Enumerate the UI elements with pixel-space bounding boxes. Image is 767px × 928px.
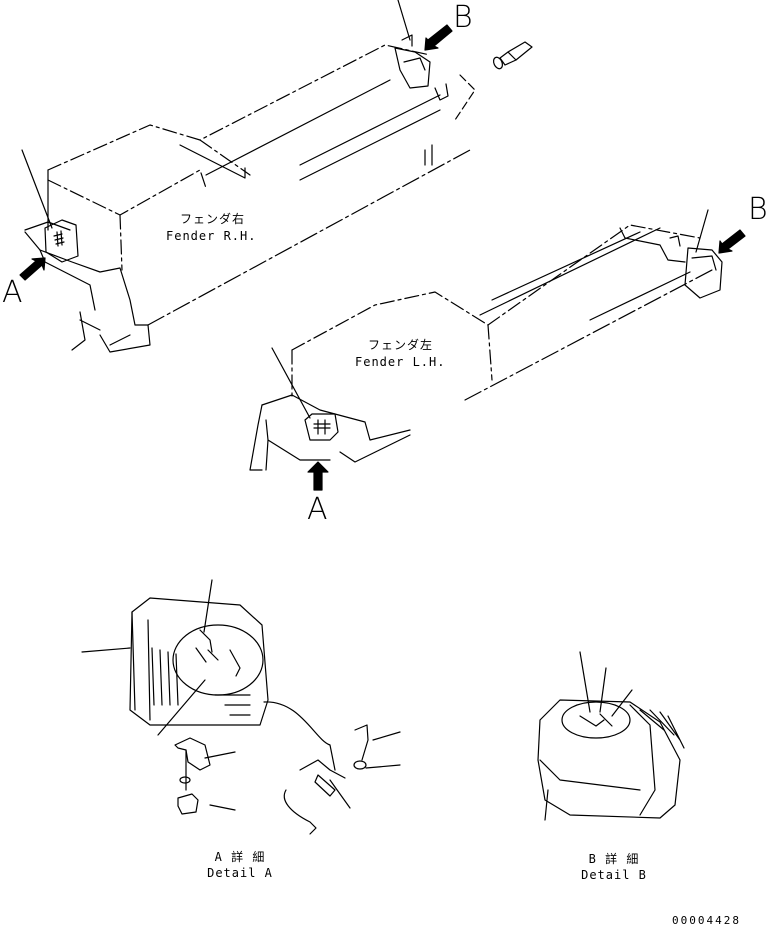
detail-a-label-jp: A 詳 細 [214,850,266,864]
lamp-bracket-b-lh [669,209,723,299]
fender-rh-label-en: Fender R.H. [166,229,257,243]
fender-rh-body [24,44,476,353]
detail-b-label-jp: B 詳 細 [588,852,640,866]
work-lamp-lh [271,347,339,441]
detail-a-lamp [81,579,336,771]
fender-lh-label-jp: フェンダ左 [368,338,434,352]
callout-a-left: A [2,275,23,310]
fender-lh-label-en: Fender L.H. [355,355,446,369]
callout-b-right: B [748,192,767,227]
arrow-a-bottom [307,461,329,491]
detail-b-label-en: Detail B [581,868,647,882]
callout-a-bottom: A [307,492,328,527]
callout-b-top: B [453,0,473,35]
arrow-b-right [718,229,746,254]
drawing-number: 00004428 [672,914,741,927]
arrow-b-top [424,24,453,51]
detail-a-parts [174,724,401,835]
fender-rh-label-jp: フェンダ右 [180,212,246,226]
lamp-bracket-b-rh [394,0,449,101]
arrow-a-left [19,257,46,281]
detail-b-lamp [537,651,685,821]
bolt-washer-top [492,41,533,70]
fender-lh-body [249,224,713,471]
work-lamp-rh [21,149,79,263]
detail-a-label-en: Detail A [207,866,273,880]
